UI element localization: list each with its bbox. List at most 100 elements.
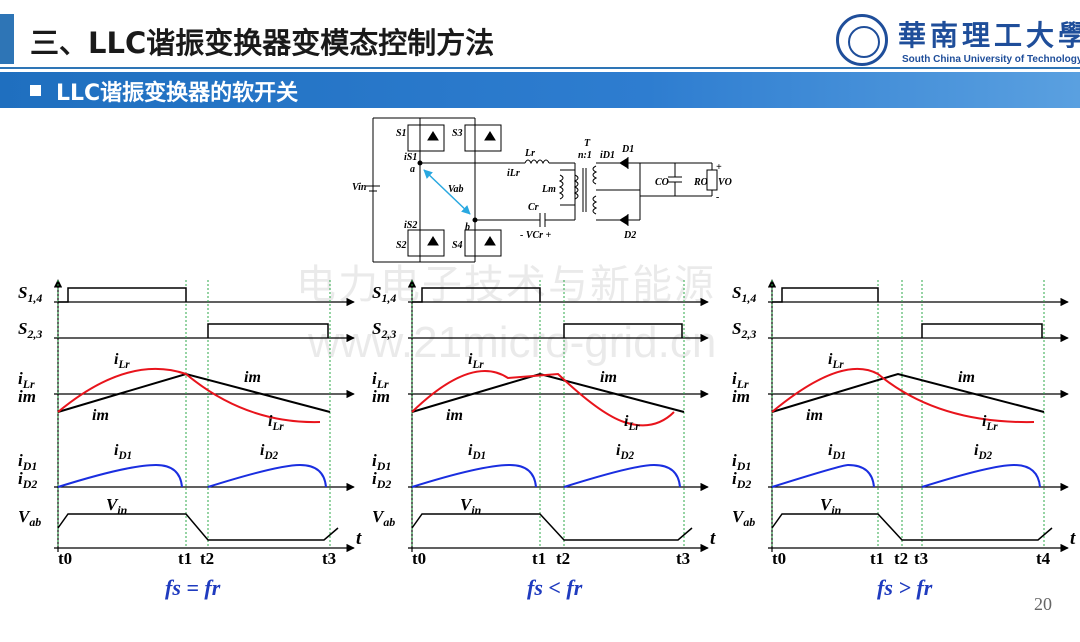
label-s1: S1 (396, 128, 407, 139)
id2-curve (563, 463, 681, 488)
label-id1-axis: iD1 (372, 451, 391, 473)
label-cr: Cr (528, 202, 539, 213)
label-im-curve-2: im (600, 369, 617, 386)
id2-curve (207, 463, 327, 488)
vab-waveform (57, 513, 339, 541)
label-t: t (1070, 528, 1076, 549)
label-ilr-axis: iLr (732, 369, 749, 391)
tick-t0: t0 (412, 549, 426, 568)
tick-t1: t1 (178, 549, 192, 568)
inductor-lm-icon (558, 174, 564, 200)
label-ilr: iLr (507, 168, 520, 179)
llc-circuit-schematic (366, 117, 718, 263)
ilr-curve (57, 367, 321, 424)
label-id1-curve: iD1 (114, 442, 132, 462)
label-d2: D2 (623, 230, 636, 241)
switch-s4-icon (464, 229, 502, 257)
tick-t2: t2 (894, 549, 908, 568)
label-s14: S1,4 (732, 283, 756, 305)
title-accent-bar (0, 14, 14, 64)
label-ilr-curve-2: iLr (268, 413, 284, 433)
label-ilr-axis: iLr (372, 369, 389, 391)
watermark-url: www.21micro-grid.cn (308, 318, 717, 367)
inductor-lr-icon (524, 159, 550, 165)
label-s4: S4 (452, 240, 463, 251)
label-vin: Vin (106, 495, 128, 517)
diode-d2-icon (619, 214, 629, 226)
s14-pulse (58, 287, 187, 303)
tick-t0: t0 (772, 549, 786, 568)
label-vab-axis: Vab (372, 507, 395, 529)
page-title: 三、LLC谐振变换器变模态控制方法 (30, 26, 495, 60)
label-co: CO (655, 177, 669, 188)
label-ilr-curve: iLr (114, 351, 130, 371)
label-ro: RO (693, 177, 708, 188)
label-s14: S1,4 (372, 283, 396, 305)
label-im-curve-2: im (244, 369, 261, 386)
label-transformer: T (584, 138, 591, 149)
label-vo: VO (718, 177, 732, 188)
label-plus: + (716, 162, 722, 173)
label-minus: - (716, 192, 719, 203)
label-s23: S2,3 (732, 319, 756, 341)
diode-d1-icon (619, 157, 629, 169)
title-underline (0, 67, 1080, 69)
label-d1: D1 (621, 144, 634, 155)
label-ilr-curve-2: iLr (624, 413, 640, 433)
switch-s1-icon (407, 124, 445, 152)
label-im-curve: im (446, 407, 463, 424)
tick-t3: t3 (914, 549, 928, 568)
label-s2: S2 (396, 240, 407, 251)
label-id1-curve: iD1 (828, 442, 846, 462)
id1-curve (57, 463, 183, 488)
ilr-curve (771, 367, 1035, 424)
label-id1: iD1 (600, 150, 615, 161)
label-id2-axis: iD2 (18, 469, 37, 491)
label-ilr-curve: iLr (828, 351, 844, 371)
resistor-ro-icon (706, 169, 718, 191)
label-im-axis: im (372, 387, 390, 406)
label-im-curve: im (806, 407, 823, 424)
tick-t1: t1 (532, 549, 546, 568)
vab-arrow-icon (423, 169, 471, 215)
label-id2-axis: iD2 (732, 469, 751, 491)
label-s3: S3 (452, 128, 463, 139)
label-im-curve: im (92, 407, 109, 424)
logo-chinese-name: 華南理工大學 (898, 19, 1080, 52)
label-id1-axis: iD1 (18, 451, 37, 473)
transformer-secondary-icon (592, 165, 598, 185)
label-vab-axis: Vab (18, 507, 41, 529)
id1-curve (411, 463, 537, 488)
title-bar: 三、LLC谐振变换器变模态控制方法 (0, 14, 820, 64)
tick-t1: t1 (870, 549, 884, 568)
tick-t3: t3 (322, 549, 336, 568)
label-lr: Lr (524, 148, 535, 159)
page-number: 20 (1034, 594, 1052, 614)
vab-waveform (771, 513, 1053, 541)
tick-t2: t2 (200, 549, 214, 568)
label-vcr: - VCr + (520, 230, 552, 241)
university-logo: 華南理工大學 South China University of Technol… (836, 14, 1080, 70)
condition-label: fs > fr (877, 575, 933, 600)
square-bullet-icon (30, 85, 41, 96)
s23-pulse (563, 323, 683, 338)
label-vin: Vin (352, 182, 367, 193)
label-ratio: n:1 (578, 150, 592, 161)
condition-label: fs < fr (527, 575, 583, 600)
label-vab-axis: Vab (732, 507, 755, 529)
watermark-cn: 电力电子技术与新能源 (296, 262, 716, 308)
label-id2-curve: iD2 (974, 442, 993, 462)
label-t: t (710, 528, 716, 549)
section-title: LLC谐振变换器的软开关 (56, 81, 299, 106)
label-ilr-curve-2: iLr (982, 413, 998, 433)
label-s23: S2,3 (372, 319, 396, 341)
label-id2-curve: iD2 (616, 442, 635, 462)
label-im-axis: im (732, 387, 750, 406)
id2-curve (921, 463, 1041, 488)
label-vin: Vin (460, 495, 482, 517)
